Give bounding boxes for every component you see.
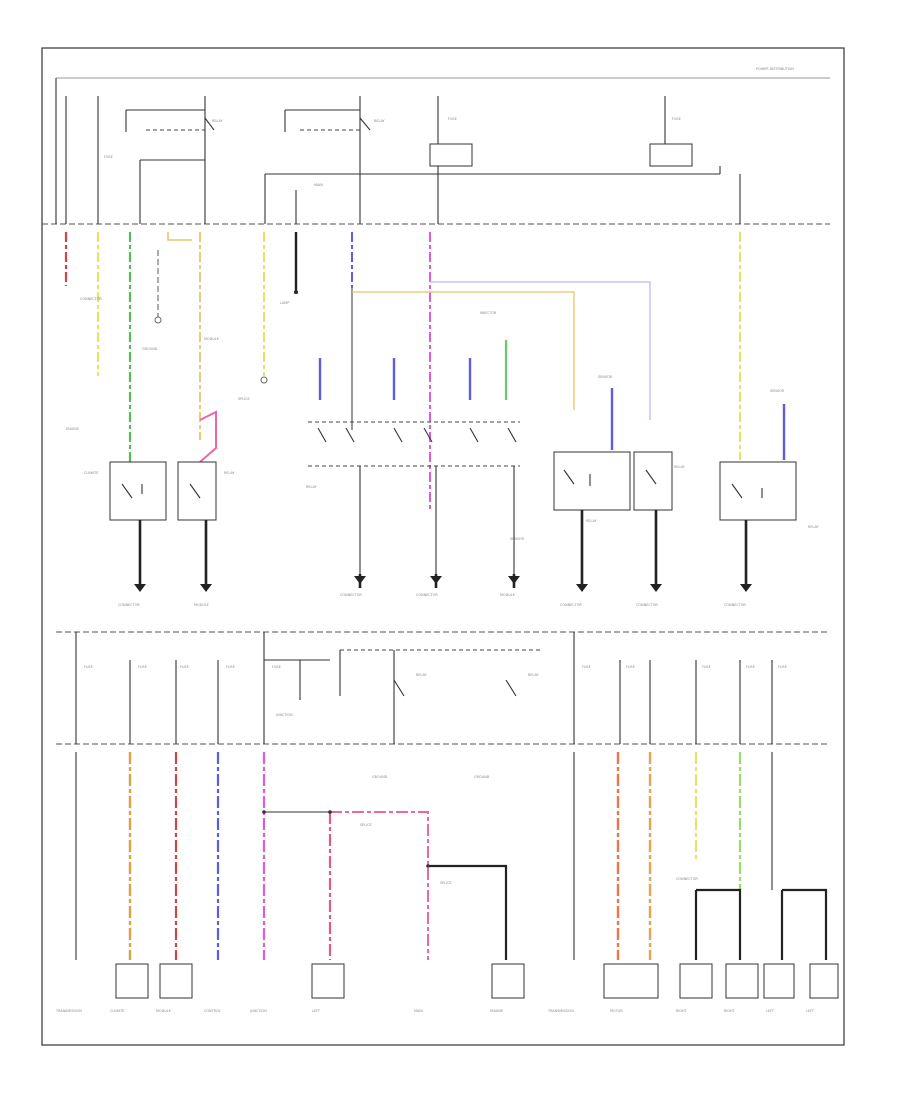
svg-text:FUSE: FUSE [272, 665, 281, 669]
svg-text:FUSE: FUSE [582, 665, 591, 669]
svg-text:RIGHT: RIGHT [724, 1009, 736, 1013]
svg-text:LEFT: LEFT [806, 1009, 815, 1013]
svg-text:SENSOR: SENSOR [510, 537, 525, 541]
svg-text:RELAY: RELAY [374, 119, 386, 123]
svg-text:SPLICE: SPLICE [440, 881, 452, 885]
svg-text:FUSE: FUSE [104, 155, 113, 159]
svg-text:ENGINE: ENGINE [66, 427, 79, 431]
svg-text:FUSE: FUSE [226, 665, 235, 669]
diagram-frame [41, 47, 845, 1046]
svg-text:FUSE: FUSE [448, 117, 457, 121]
bottom-components: TRANSMISSION CLIMATE MODULE CONTROL JUNC… [55, 963, 839, 1013]
svg-text:CLIMATE: CLIMATE [110, 1009, 124, 1013]
svg-text:RELAY: RELAY [416, 673, 428, 677]
lower-wires: SPLICE SPLICE CONNECTOR [75, 752, 828, 960]
svg-text:LEFT: LEFT [312, 1009, 321, 1013]
svg-text:CONNECTOR: CONNECTOR [80, 297, 102, 301]
svg-text:FUSE: FUSE [746, 665, 755, 669]
svg-text:TRANSMISSION: TRANSMISSION [55, 1009, 82, 1013]
svg-text:RIGHT: RIGHT [676, 1009, 688, 1013]
svg-text:LAMP: LAMP [280, 301, 289, 305]
svg-text:MODULE: MODULE [500, 593, 515, 597]
svg-text:CONTROL: CONTROL [204, 1009, 221, 1013]
svg-text:GROUND: GROUND [372, 775, 388, 779]
svg-text:RELAY: RELAY [212, 119, 224, 123]
svg-text:CONNECTOR: CONNECTOR [636, 603, 658, 607]
svg-text:CONNECTOR: CONNECTOR [560, 603, 582, 607]
svg-text:RELAY: RELAY [306, 485, 318, 489]
svg-text:ENGINE: ENGINE [490, 1009, 503, 1013]
svg-text:LEFT: LEFT [766, 1009, 775, 1013]
svg-text:JUNCTION: JUNCTION [249, 1009, 267, 1013]
svg-text:MODULE: MODULE [194, 603, 209, 607]
svg-text:RELAY: RELAY [674, 465, 686, 469]
svg-text:FUSE: FUSE [180, 665, 189, 669]
svg-text:POWER DISTRIBUTION: POWER DISTRIBUTION [756, 67, 794, 71]
svg-text:MAIN: MAIN [414, 1009, 423, 1013]
svg-text:TRANSMISSION: TRANSMISSION [547, 1009, 574, 1013]
svg-text:FUSE: FUSE [778, 665, 787, 669]
fuse-row: FUSE FUSE FUSE FUSE FUSE RELAY RELAY FUS… [75, 632, 787, 779]
svg-text:CONNECTOR: CONNECTOR [340, 593, 362, 597]
svg-text:GROUND: GROUND [142, 347, 158, 351]
svg-text:SENSOR: SENSOR [770, 389, 785, 393]
svg-text:MOTOR: MOTOR [610, 1009, 623, 1013]
svg-text:CLIMATE: CLIMATE [84, 471, 98, 475]
svg-text:CONNECTOR: CONNECTOR [416, 593, 438, 597]
svg-text:FUSE: FUSE [84, 665, 93, 669]
svg-text:CONNECTOR: CONNECTOR [118, 603, 140, 607]
svg-text:FUSE: FUSE [138, 665, 147, 669]
svg-text:JUNCTION: JUNCTION [275, 713, 293, 717]
switch-bank: RELAY SENSOR [306, 421, 525, 574]
svg-text:FUSE: FUSE [702, 665, 711, 669]
svg-text:INJECTOR: INJECTOR [480, 311, 497, 315]
svg-text:SPLICE: SPLICE [360, 823, 372, 827]
svg-text:CONNECTOR: CONNECTOR [724, 603, 746, 607]
svg-text:RELAY: RELAY [808, 525, 820, 529]
svg-text:SENSOR: SENSOR [598, 375, 613, 379]
svg-text:RELAY: RELAY [586, 519, 598, 523]
svg-text:FUSE: FUSE [672, 117, 681, 121]
relay-boxes: CLIMATE RELAY RELAY RELAY RELAY [84, 451, 820, 529]
svg-text:CONNECTOR: CONNECTOR [676, 877, 698, 881]
svg-text:GROUND: GROUND [474, 775, 490, 779]
upper-wires: CONNECTOR ENGINE GROUND MODULE SPLICE LA… [64, 232, 786, 510]
svg-text:RELAY: RELAY [224, 471, 236, 475]
svg-text:MODULE: MODULE [204, 337, 219, 341]
svg-text:SPLICE: SPLICE [238, 397, 250, 401]
svg-text:MAIN: MAIN [314, 183, 323, 187]
svg-text:FUSE: FUSE [626, 665, 635, 669]
mid-drops: CONNECTOR MODULE CONNECTOR CONNECTOR MOD… [118, 510, 752, 607]
top-relays: FUSE RELAY RELAY FUSE FUSE MAIN POWER DI… [55, 67, 794, 224]
svg-text:RELAY: RELAY [528, 673, 540, 677]
svg-text:MODULE: MODULE [156, 1009, 171, 1013]
